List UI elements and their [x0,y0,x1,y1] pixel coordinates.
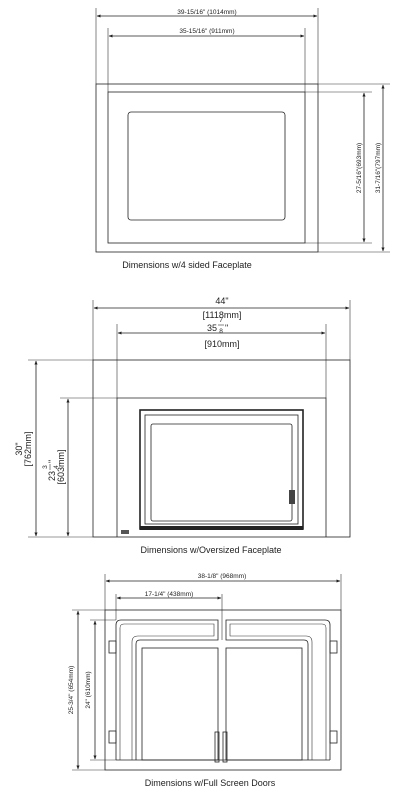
width-inner-mm-label-2: [910mm] [204,339,239,349]
firebox-base [140,526,303,530]
height-outer-label-3: 25-3/4" (654mm) [68,666,75,715]
height-inner-label: 27-5/16"(693mm) [356,143,363,193]
height-outer-label-2: 30" [14,442,24,455]
width-inner-numerator: 7 [219,317,223,324]
height-outer-mm-label-2: [762mm] [23,431,33,466]
height-inner-label-2: 23 3 4 " [42,460,60,481]
right-door-screen [225,647,303,761]
width-outer-mm-label-2: [1118mm] [203,310,242,320]
height-inner-whole: 23 [47,471,57,481]
right-door [225,619,331,760]
height-inner-denominator: 4 [53,465,60,469]
oversized-faceplate-outer [92,359,351,538]
width-outer-label-3: 38-1/8" (968mm) [198,573,247,580]
width-inner-whole: 35 [207,323,217,333]
width-half-label-3: 17-1/4" (438mm) [145,591,194,598]
caption-oversized: Dimensions w/Oversized Faceplate [140,545,281,555]
width-outer-label: 39-15/16" (1014mm) [177,9,236,16]
caption-4-sided: Dimensions w/4 sided Faceplate [122,260,252,270]
height-inner-mm-label-2: [603mm] [56,449,66,484]
firebox-opening [127,111,286,221]
firebox-frame [139,409,304,530]
faceplate-inner [107,91,306,244]
handle-right [222,731,228,763]
handle-left [214,731,220,763]
hinge-top-right [329,640,338,654]
oversized-faceplate-inner [116,397,327,537]
hinge-bottom-right [329,730,338,744]
width-inner-label: 35-15/16" (911mm) [179,28,234,35]
height-outer-label: 31-7/16"(797mm) [375,143,382,193]
left-door [115,619,219,760]
faceplate-4-sided-drawing [95,8,390,253]
caption-full-screen-doors: Dimensions w/Full Screen Doors [145,778,276,788]
faceplate-oversized-drawing [28,300,351,538]
logo-badge [121,530,129,534]
width-inner-unit: " [225,323,228,333]
width-inner-denominator: 8 [219,328,223,335]
height-inner-unit: " [47,460,57,463]
firebox-glass [150,423,293,522]
left-door-screen [141,647,219,761]
hinge-bottom-left [108,730,117,744]
full-screen-doors-drawing [72,574,342,771]
faceplate-outer [95,83,319,253]
doors-outer-frame [104,609,342,771]
height-inner-numerator: 3 [42,465,49,469]
firebox-frame-inner [144,414,299,525]
firebox-control [289,490,295,504]
hinge-top-left [108,640,117,654]
width-inner-label-2: 35 7 8 " [207,317,228,335]
height-inner-label-3: 24" (610mm) [85,671,92,708]
width-outer-label-2: 44" [215,296,228,306]
